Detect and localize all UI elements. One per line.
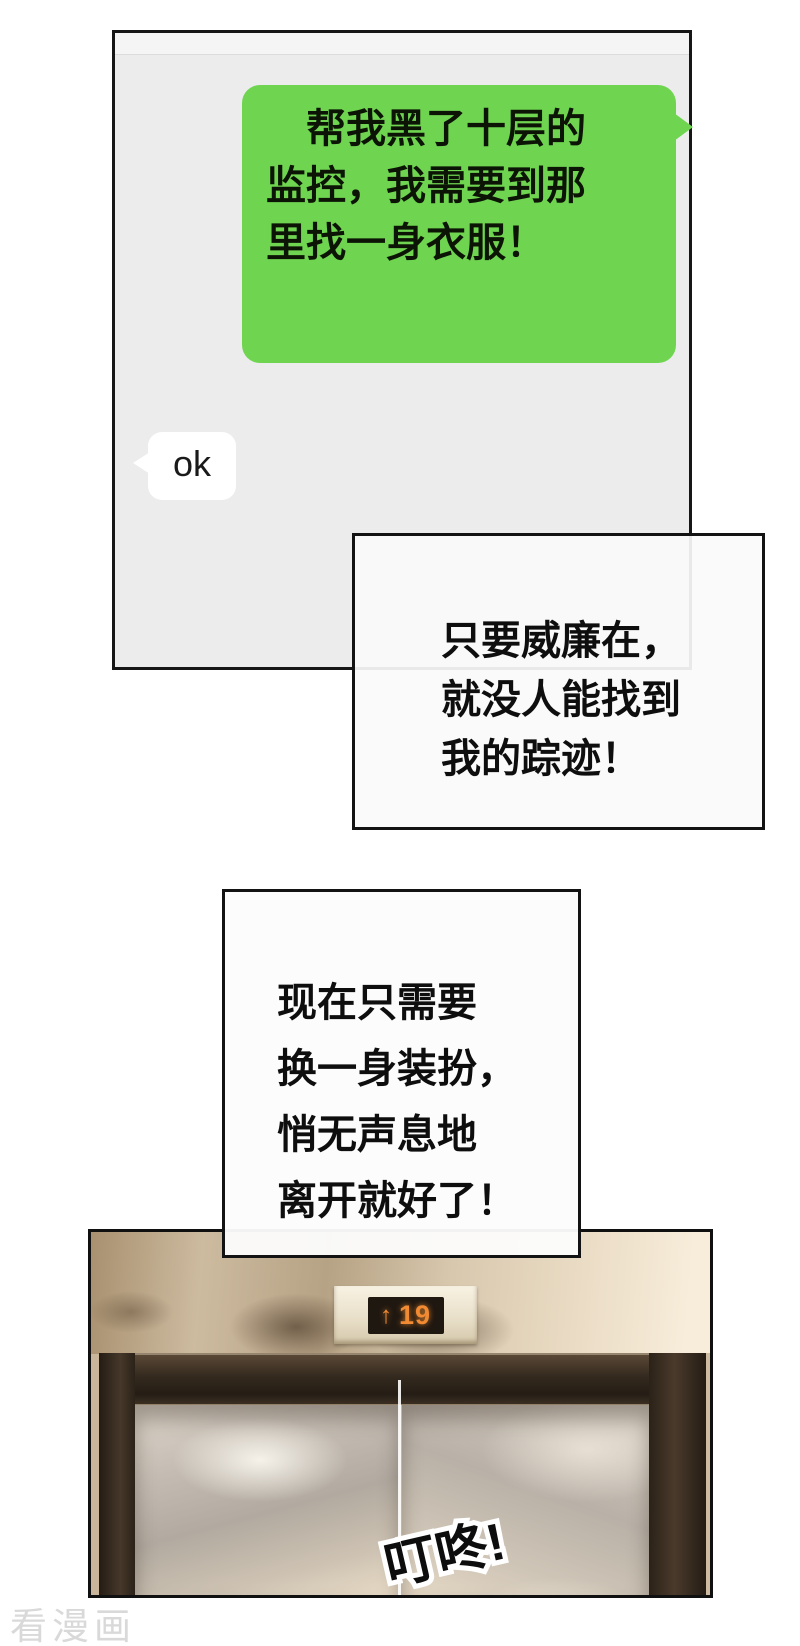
chat-topbar [115,33,689,55]
elevator-door-right [402,1405,649,1595]
outgoing-message-bubble: 帮我黑了十层的 监控，我需要到那 里找一身衣服！ [242,85,693,363]
bubble-tail-left [133,452,150,474]
elevator-frame-top [99,1353,703,1405]
incoming-message-bubble: ok [133,432,236,500]
up-arrow-icon: ↑ [379,1301,392,1329]
floor-indicator-plate: ↑ 19 [334,1286,477,1344]
chat-screenshot-panel: 帮我黑了十层的 监控，我需要到那 里找一身衣服！ ok [112,30,693,670]
elevator-door-left [135,1405,399,1595]
narration-box-2: 现在只需要 换一身装扮， 悄无声息地 离开就好了！ [222,889,581,1258]
narration-box-1: 只要威廉在， 就没人能找到 我的踪迹！ [352,533,765,830]
elevator-frame-left [99,1353,135,1595]
floor-indicator-display: ↑ 19 [367,1297,444,1334]
narration-text-1: 只要威廉在， 就没人能找到 我的踪迹！ [441,619,681,781]
outgoing-message-text: 帮我黑了十层的 监控，我需要到那 里找一身衣服！ [266,107,586,265]
elevator-frame-right [649,1353,706,1595]
marble-side-strip [706,1353,710,1595]
bubble-tail-right [674,113,693,141]
narration-text-2: 现在只需要 换一身装扮， 悄无声息地 离开就好了！ [277,981,517,1223]
elevator-photo: ↑ 19 [88,1229,713,1598]
floor-number: 19 [398,1300,432,1330]
watermark: 看漫画 [10,1606,136,1646]
elevator-door-gap [398,1380,401,1595]
incoming-message-text: ok [172,443,212,484]
